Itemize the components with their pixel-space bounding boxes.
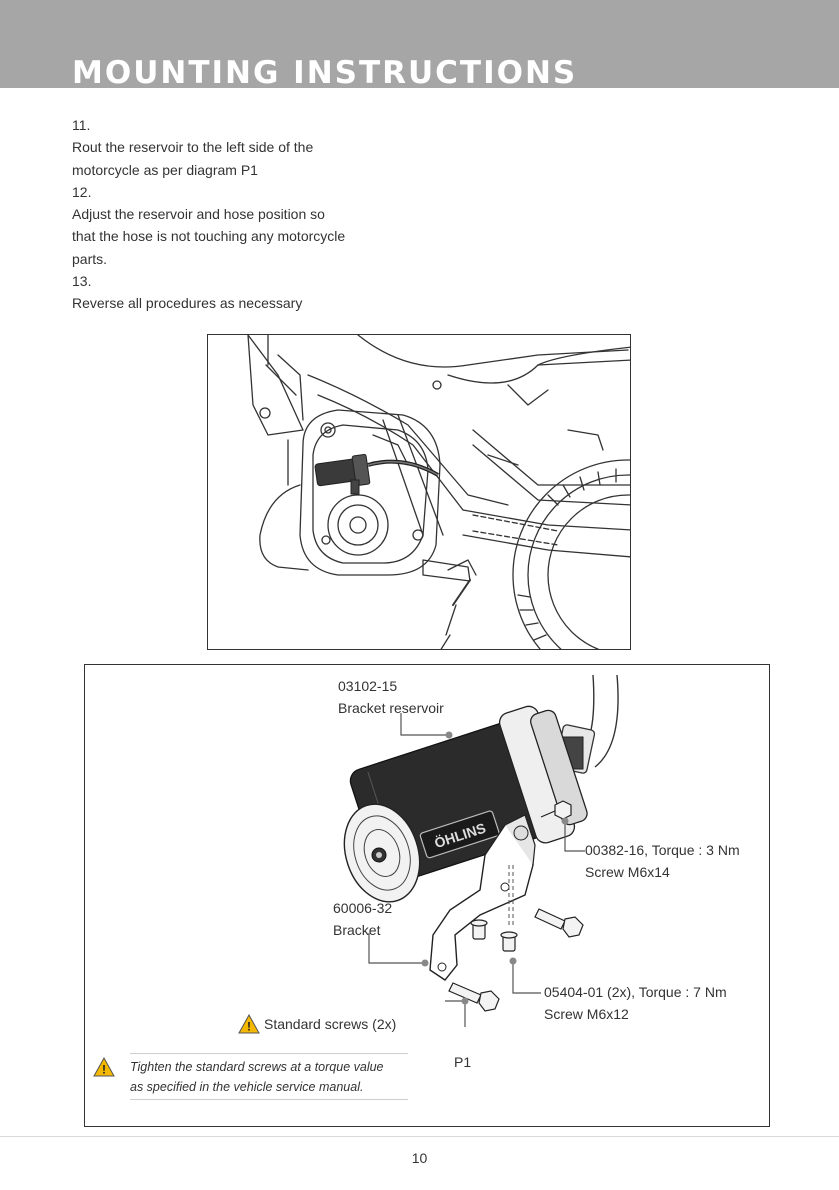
step-number: 13.: [72, 273, 92, 290]
figure-caption: P1: [454, 1054, 472, 1070]
page-number: 10: [411, 1150, 428, 1166]
step-text-line: Rout the reservoir to the left side of t…: [72, 139, 314, 156]
step-text-line: Adjust the reservoir and hose position s…: [72, 206, 325, 223]
torque-note: Tighten the standard screws at a torque …: [130, 1053, 408, 1100]
reservoir-bracket-diagram: ÖHLINS: [84, 664, 770, 1127]
footer-divider: [0, 1136, 839, 1137]
page-header: MOUNTING INSTRUCTIONS: [0, 0, 839, 88]
label-bracket-reservoir: 03102-15 Bracket reservoir: [338, 675, 444, 719]
part-name: Screw M6x12: [544, 1006, 629, 1022]
motorcycle-illustration: [247, 335, 630, 649]
step-number: 11.: [72, 117, 91, 133]
step-text-line: that the hose is not touching any motorc…: [72, 228, 346, 245]
label-screw-m6x12: 05404-01 (2x), Torque : 7 Nm Screw M6x12: [544, 981, 727, 1025]
step-text-line: parts.: [72, 250, 108, 267]
step-text-line: Reverse all procedures as necessary: [72, 295, 303, 312]
step-number: 12.: [72, 183, 92, 200]
warning-icon: !: [93, 1057, 115, 1077]
part-code: 60006-32: [333, 900, 393, 916]
note-line: Tighten the standard screws at a torque …: [130, 1060, 384, 1074]
part-code: 03102-15: [338, 678, 398, 694]
part-name: Bracket: [333, 922, 381, 938]
reservoir-exploded-view: ÖHLINS: [343, 674, 619, 1027]
instruction-steps: 11. Rout the reservoir to the left side …: [72, 114, 412, 315]
label-standard-screws: Standard screws (2x): [264, 1016, 397, 1032]
part-name: Screw M6x14: [585, 864, 670, 880]
label-bracket: 60006-32 Bracket: [333, 897, 392, 941]
svg-text:!: !: [247, 1020, 251, 1034]
step-text-line: motorcycle as per diagram P1: [72, 161, 258, 178]
svg-text:!: !: [102, 1063, 106, 1077]
page-title: MOUNTING INSTRUCTIONS: [72, 55, 578, 89]
part-code: 05404-01 (2x), Torque : 7 Nm: [544, 984, 727, 1000]
part-name: Bracket reservoir: [338, 700, 444, 716]
motorcycle-diagram: [207, 334, 631, 650]
part-code: 00382-16, Torque : 3 Nm: [585, 842, 740, 858]
warning-icon: !: [238, 1014, 260, 1034]
label-screw-m6x14: 00382-16, Torque : 3 Nm Screw M6x14: [585, 839, 740, 883]
note-line: as specified in the vehicle service manu…: [130, 1080, 364, 1094]
